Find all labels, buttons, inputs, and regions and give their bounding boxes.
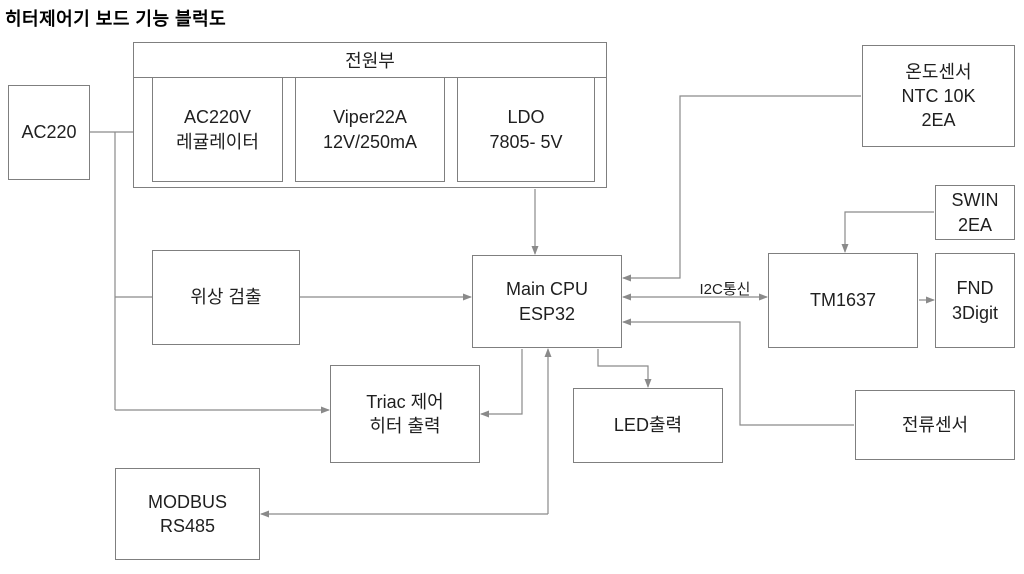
i2c-connection-label: I2C통신: [699, 281, 751, 298]
block-swin: SWIN 2EA: [935, 185, 1015, 240]
block-main-cpu: Main CPU ESP32: [472, 255, 622, 348]
connector-swin-tm1637: [841, 211, 934, 253]
block-fnd: FND 3Digit: [935, 253, 1015, 348]
block-triac: Triac 제어 히터 출력: [330, 365, 480, 463]
block-temp-sensor: 온도센서 NTC 10K 2EA: [862, 45, 1015, 147]
block-tm1637: TM1637: [768, 253, 918, 348]
block-phase-detect: 위상 검출: [152, 250, 300, 345]
block-led-output: LED출력: [573, 388, 723, 463]
block-ac220v-regulator: AC220V 레귤레이터: [152, 77, 283, 182]
connector-cpu-led: [597, 349, 652, 388]
block-current-sensor: 전류센서: [855, 390, 1015, 460]
block-ldo-7805: LDO 7805- 5V: [457, 77, 595, 182]
connector-cpu-triac: [480, 349, 523, 418]
diagram-title: 히터제어기 보드 기능 블럭도: [5, 9, 227, 29]
block-ac220: AC220: [8, 85, 90, 180]
connector-temp-sensor-cpu: [622, 95, 861, 282]
block-viper22a: Viper22A 12V/250mA: [295, 77, 445, 182]
power-section: 전원부 AC220V 레귤레이터 Viper22A 12V/250mA LDO …: [133, 42, 607, 188]
block-modbus: MODBUS RS485: [115, 468, 260, 560]
power-section-title: 전원부: [134, 43, 606, 78]
